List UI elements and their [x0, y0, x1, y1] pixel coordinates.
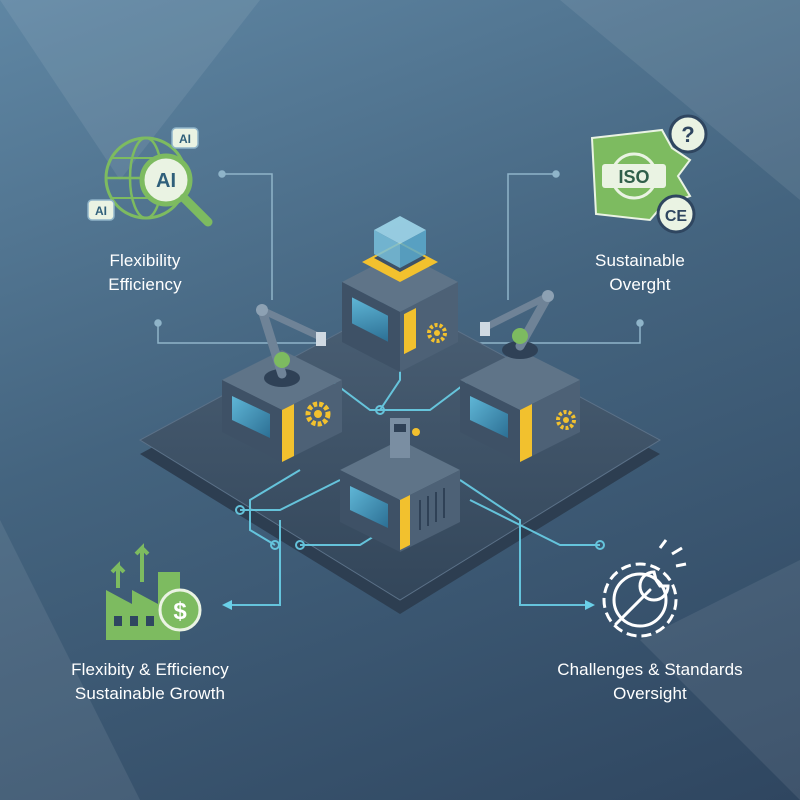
gear-icon	[427, 323, 447, 343]
question-mark-icon: ?	[681, 122, 694, 147]
label-line: Flexibity & Efficiency	[71, 660, 229, 679]
label-line: Efficiency	[108, 275, 182, 294]
gear-icon	[556, 410, 576, 430]
arrow-right	[585, 600, 595, 610]
label-line: Flexibility	[109, 251, 181, 270]
label-flexibility-efficiency: Flexibility Efficiency	[60, 249, 230, 297]
ai-bubble-top: AI	[179, 132, 191, 146]
ce-badge: CE	[665, 208, 688, 225]
label-sustainable-oversight: Sustainable Overght	[560, 249, 720, 297]
ai-badge: AI	[156, 170, 176, 192]
ai-bubble-bottom: AI	[95, 204, 107, 218]
machine-left	[222, 304, 342, 462]
iso-badge: ISO	[618, 167, 649, 187]
label-line: Overght	[609, 275, 671, 294]
factory-growth-icon	[106, 543, 202, 640]
dollar-sign-icon: $	[173, 598, 187, 625]
label-line: Oversight	[613, 684, 687, 703]
iso-certificate-icon	[590, 114, 708, 234]
label-line: Challenges & Standards	[557, 660, 743, 679]
label-challenges-standards: Challenges & Standards Oversight	[530, 658, 770, 706]
ai-globe-icon	[87, 127, 213, 227]
label-line: Sustainable	[595, 251, 685, 270]
machine-right	[460, 290, 580, 462]
arrow-left	[222, 600, 232, 610]
machine-bottom	[340, 418, 460, 552]
label-line: Sustainable Growth	[74, 684, 226, 703]
gear-icon	[305, 401, 331, 427]
machine-top	[342, 216, 458, 372]
gear-wrench-icon	[602, 539, 687, 638]
label-sustainable-growth: Flexibity & Efficiency Sustainable Growt…	[30, 658, 270, 706]
